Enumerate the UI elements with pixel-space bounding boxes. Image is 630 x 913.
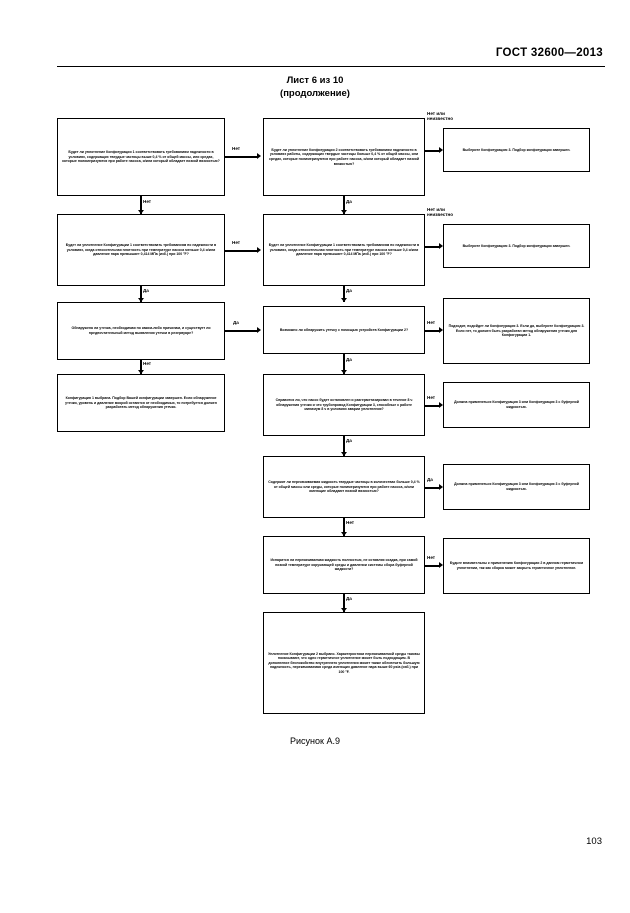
edge-label-r3-mid-yes: Да <box>346 357 352 362</box>
sheet-title: Лист 6 из 10 (продолжение) <box>0 74 630 100</box>
decision-box-config1-density-vapor-left: Будет ли уплотнение Конфигурации 1 соотв… <box>57 214 225 286</box>
page-number: 103 <box>586 836 602 847</box>
decision-box-leak-detection-preferred: Обнаружена ли утечка, необходимая по как… <box>57 302 225 360</box>
connector-r5-mid-down <box>343 518 345 536</box>
edge-label-r5-no: Нет <box>346 520 355 525</box>
connector-r1-left-down <box>140 196 142 214</box>
edge-label-r2-no-unknown: Нет или неизвестно <box>427 207 454 218</box>
figure-caption: Рисунок А.9 <box>290 736 340 746</box>
edge-label-r6-no: Нет <box>427 555 436 560</box>
decision-box-pump-shutdown-8h: Справится ли, что насос будет остановлен… <box>263 374 425 436</box>
edge-label-r3-left-yes: Да <box>233 320 239 325</box>
connector-r1-left-to-mid <box>225 156 257 158</box>
connector-r3-mid-down <box>343 354 345 374</box>
arrow-r1-left-down <box>138 210 144 214</box>
result-box-config3-or-develop-method: Подходит, подойдет ли Конфигурация 3. Ес… <box>443 298 590 364</box>
edge-label-r4-yes: Да <box>346 438 352 443</box>
result-box-config2-selected: Уплотнение Конфигурации 2 выбрано. Харак… <box>263 612 425 714</box>
connector-r6-mid-down <box>343 594 345 612</box>
arrow-r3-left-down <box>138 370 144 374</box>
decision-box-config2-reliability-solids: Будет ли уплотнение Конфигурации 2 соотв… <box>263 118 425 196</box>
connector-r4-mid-to-right <box>425 405 439 407</box>
sheet-title-line2: (продолжение) <box>280 88 350 99</box>
result-box-select-config3-b: Выберите Конфигурацию 3. Подбор конфигур… <box>443 224 590 268</box>
edge-label-r4-no: Нет <box>427 395 436 400</box>
connector-r4-mid-down <box>343 436 345 456</box>
edge-label-r2-mid-yes: Да <box>346 288 352 293</box>
edge-label-r2-left-yes: Да <box>143 288 149 293</box>
connector-r3-mid-to-right <box>425 330 439 332</box>
edge-label-r3-mid-no: Нет <box>427 320 436 325</box>
arrow-r3-to-mid <box>257 327 261 333</box>
standard-number: ГОСТ 32600—2013 <box>495 47 603 59</box>
edge-label-r1-mid-yes: Да <box>346 199 352 204</box>
arrow-r5-mid-down <box>341 532 347 536</box>
arrow-r1-to-mid <box>257 153 261 159</box>
connector-r2-mid-down <box>343 286 345 302</box>
decision-box-evaporation-no-residue: Испарится ли перекачиваемая жидкость пол… <box>263 536 425 594</box>
connector-r6-mid-to-right <box>425 565 439 567</box>
arrow-r3-mid-down <box>341 370 347 374</box>
connector-r2-left-down <box>140 286 142 302</box>
connector-r2-mid-to-right <box>425 246 439 248</box>
decision-box-config1-density-vapor-mid: Будет ли уплотнение Конфигурации 1 соотв… <box>263 214 425 286</box>
sheet-title-line1: Лист 6 из 10 <box>286 75 344 86</box>
connector-r2-left-to-mid <box>225 250 257 252</box>
arrow-r6-mid-down <box>341 608 347 612</box>
edge-label-r5-yes: Да <box>427 477 433 482</box>
decision-box-config1-reliability-solids: Будет ли уплотнение Конфигурации 1 соотв… <box>57 118 225 196</box>
connector-r1-mid-to-right <box>425 150 439 152</box>
edge-label-r1-no: Нет <box>232 146 241 151</box>
connector-r3-left-down <box>140 360 142 374</box>
result-box-config1-selected: Конфигурация 1 выбрана. Подбор Вашей кон… <box>57 374 225 432</box>
arrow-r3-to-right <box>439 327 443 333</box>
arrow-r1-to-right <box>439 147 443 153</box>
connector-r3-left-to-mid <box>225 330 257 332</box>
arrow-r1-mid-down <box>341 210 347 214</box>
decision-box-detect-leak-config2: Возможно ли обнаружить утечку с помощью … <box>263 306 425 354</box>
connector-r1-mid-down <box>343 196 345 214</box>
edge-label-r6-yes: Да <box>346 596 352 601</box>
arrow-r2-to-right <box>439 243 443 249</box>
edge-label-r3-left-no: Нет <box>143 361 152 366</box>
arrow-r2-to-mid <box>257 247 261 253</box>
result-box-config2-caution: Будьте внимательны к применению Конфигур… <box>443 538 590 594</box>
arrow-r2-left-down <box>138 298 144 302</box>
header-rule <box>57 66 605 67</box>
arrow-r2-mid-down <box>341 298 347 302</box>
edge-label-r1-left-no: Нет <box>143 199 152 204</box>
result-box-config3-or-buffer-a: Должна применяться Конфигурация 3 или Ко… <box>443 382 590 428</box>
edge-label-r1-no-unknown: Нет или неизвестно <box>427 111 454 122</box>
arrow-r5-to-right <box>439 484 443 490</box>
arrow-r4-to-right <box>439 402 443 408</box>
decision-box-solids-content: Содержит ли перекачиваемая жидкость твер… <box>263 456 425 518</box>
connector-r5-mid-to-right <box>425 487 439 489</box>
arrow-r6-to-right <box>439 562 443 568</box>
arrow-r4-mid-down <box>341 452 347 456</box>
edge-label-r2-no: Нет <box>232 240 241 245</box>
result-box-select-config3-a: Выберите Конфигурацию 3. Подбор конфигур… <box>443 128 590 172</box>
result-box-config3-or-buffer-b: Должна применяться Конфигурация 3 или Ко… <box>443 464 590 510</box>
